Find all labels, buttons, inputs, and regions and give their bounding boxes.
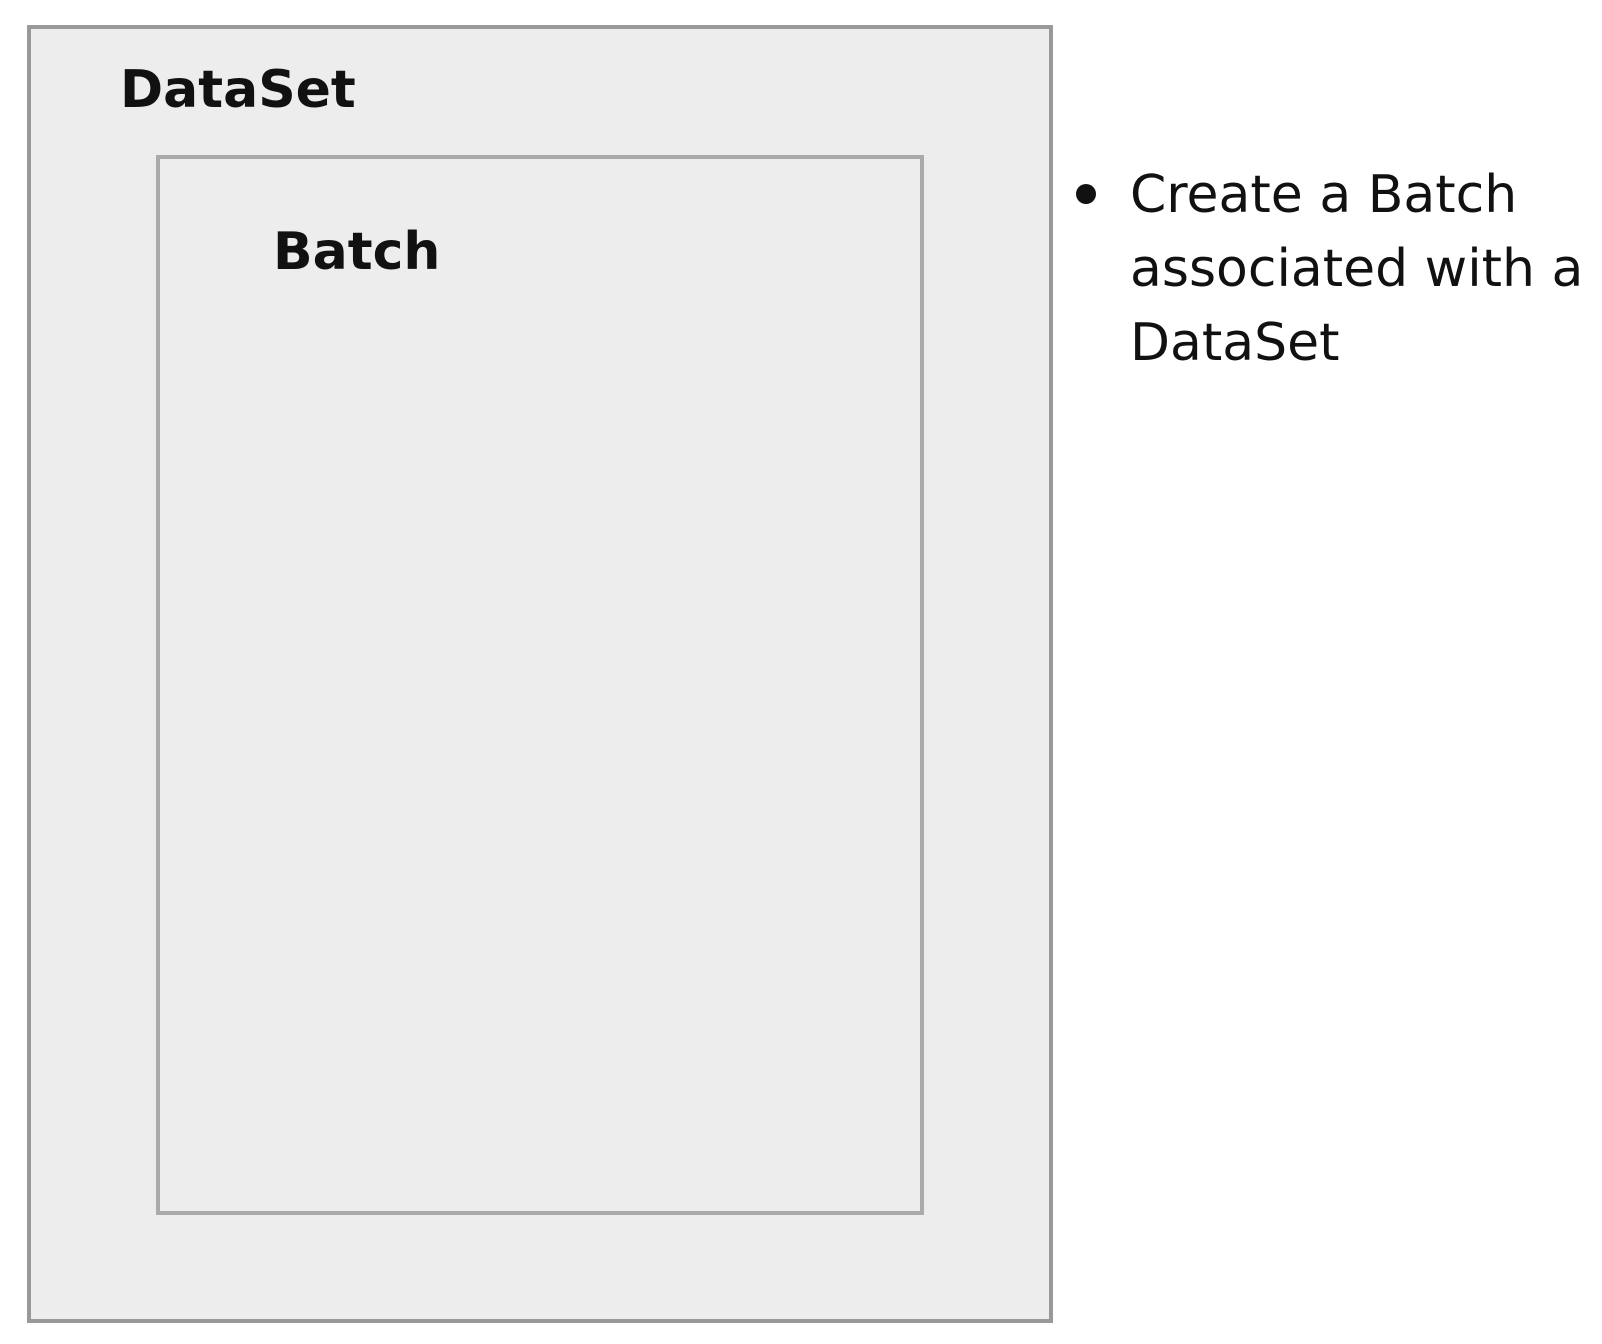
dataset-container: DataSet Batch: [27, 25, 1053, 1323]
note-item: Create a Batch associated with a DataSet: [1068, 158, 1594, 380]
bullet-icon: [1076, 184, 1096, 204]
batch-container: Batch: [156, 155, 924, 1215]
batch-label: Batch: [273, 222, 441, 282]
dataset-label: DataSet: [120, 60, 356, 120]
note-line-3: DataSet: [1130, 313, 1340, 373]
note-line-1: Create a Batch: [1130, 165, 1518, 225]
notes-list: Create a Batch associated with a DataSet: [1068, 158, 1594, 380]
note-line-2: associated with a: [1130, 239, 1584, 299]
